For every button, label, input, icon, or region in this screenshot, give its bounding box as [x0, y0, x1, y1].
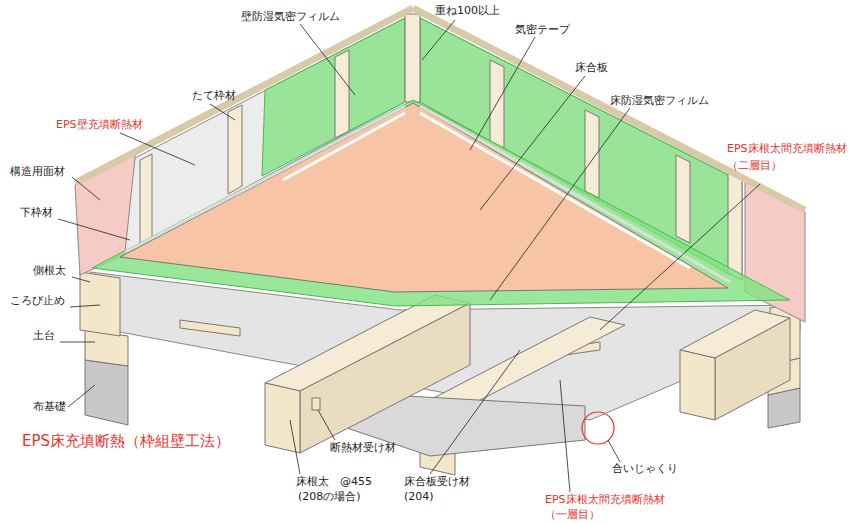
leader-lines	[58, 20, 760, 492]
callout-label: 下枠材	[20, 206, 53, 220]
callout-label: EPS床根太間充填断熱材	[545, 493, 665, 507]
highlight-circle	[582, 412, 614, 444]
callout-label: 重ね100以上	[435, 4, 500, 18]
callout-label: (204)	[404, 490, 434, 504]
callout-label: EPS壁充填断熱材	[56, 118, 143, 132]
stud	[140, 154, 152, 250]
diagram-title: EPS床充填断熱（枠組壁工法）	[22, 432, 230, 450]
callout-label: 壁防湿気密フィルム	[241, 10, 340, 24]
stud	[335, 50, 349, 138]
callout-label: ころび止め	[10, 294, 65, 308]
floor-joist	[680, 350, 715, 420]
callout-label: (208の場合)	[298, 490, 361, 504]
callout-label: 床合板	[575, 61, 608, 75]
callout-label: 土台	[33, 329, 55, 343]
callout-label: 気密テープ	[515, 23, 570, 37]
callout-label: （二層目）	[727, 159, 782, 173]
callout-label: たて枠材	[192, 89, 236, 103]
callout-label: 床防湿気密フィルム	[610, 94, 709, 108]
callout-label: 布基礎	[33, 400, 66, 414]
floor-joist	[300, 303, 470, 453]
callout-label: 側根太	[33, 264, 66, 278]
stud	[490, 60, 504, 148]
airtight-tape	[420, 113, 690, 268]
callout-label: 合いじゃくり	[612, 462, 678, 476]
stud	[676, 155, 690, 243]
sill	[85, 330, 128, 366]
callout-label: 構造用面材	[10, 165, 65, 179]
stud	[228, 105, 242, 194]
bottom-plate	[125, 106, 405, 252]
insulation-support	[312, 398, 320, 410]
airtight-tape	[283, 113, 405, 180]
callout-label: 床根太 @455	[296, 475, 372, 489]
bottom-plate	[420, 106, 730, 282]
stud	[405, 14, 420, 102]
floor-joist	[715, 318, 790, 420]
blocking	[180, 320, 240, 336]
floor-plywood	[120, 103, 728, 292]
callout-label: 断熱材受け材	[330, 441, 396, 455]
floor-film	[92, 100, 790, 306]
stud	[728, 172, 742, 280]
rim-joist	[80, 272, 120, 336]
floor-joist	[265, 383, 300, 453]
callout-label: EPS床根太間充填断熱材	[727, 142, 847, 156]
callout-label: 床合板受け材	[404, 475, 470, 489]
callout-label: （一層目）	[545, 508, 600, 522]
foundation	[85, 360, 128, 425]
